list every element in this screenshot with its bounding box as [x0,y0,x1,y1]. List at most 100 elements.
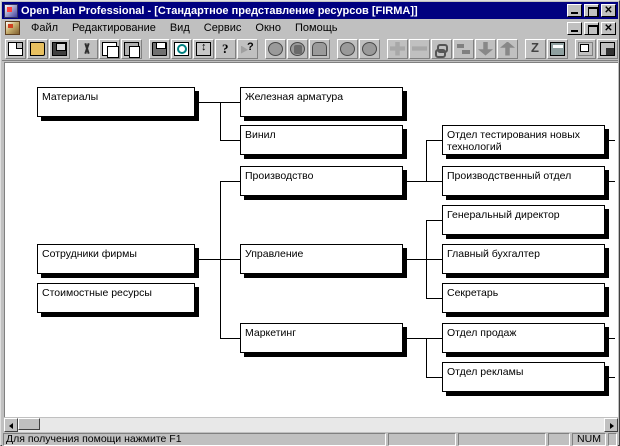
conn-gl-buhgalter-in [426,259,442,260]
node-label: Сотрудники фирмы [42,248,137,260]
toolbar-button-table-grid[interactable] [547,38,568,59]
node-materialy[interactable]: Материалы [37,87,195,117]
node-label: Отдел рекламы [447,366,524,378]
toolbar-button-print-preview[interactable] [171,38,192,59]
toolbar-button-resource-dome[interactable] [309,38,330,59]
node-stoimostnye[interactable]: Стоимостные ресурсы [37,283,195,313]
help-question-icon [218,41,233,57]
toolbar-button-remove-minus[interactable] [409,38,430,59]
menu-item-help[interactable]: Помощь [294,22,338,34]
toolbar-button-open-folder[interactable] [27,38,48,59]
scroll-thumb[interactable] [18,418,40,430]
node-proizv-otdel[interactable]: Производственный отдел [442,166,605,196]
toolbar-button-save-disk[interactable] [49,38,70,59]
paste-icon [124,41,140,58]
node-label: Производственный отдел [447,170,572,182]
toolbar-button-copy[interactable] [99,38,120,59]
toolbar-button-add-plus[interactable] [387,38,408,59]
node-label: Секретарь [447,287,499,299]
conn-zheleznaya-in [220,102,240,103]
toolbar-button-circle-filled[interactable] [337,38,358,59]
toolbar-button-cascade-windows[interactable] [597,38,618,59]
menu-item-view[interactable]: Вид [169,22,190,34]
mdi-restore-button[interactable] [584,21,599,35]
mdi-child-controls: ✕ [567,21,618,35]
toolbar-button-circle-filled-2[interactable] [359,38,380,59]
mdi-minimize-button[interactable] [567,21,582,35]
document-icon[interactable] [5,21,20,35]
toolbar-button-cut-scissors[interactable] [77,38,98,59]
toolbar-button-move-down-arrow[interactable] [475,38,496,59]
scroll-left-arrow-icon[interactable] [4,418,18,432]
node-label: Управление [245,248,304,260]
toolbar-button-resource-person[interactable] [287,38,308,59]
scroll-track[interactable] [18,418,604,432]
print-preview-icon [174,41,189,56]
node-label: Главный бухгалтер [447,248,540,260]
toolbar-button-zigzag[interactable] [525,38,546,59]
node-otdel-reklamy[interactable]: Отдел рекламы [442,362,605,392]
copy-icon [102,41,119,58]
node-proizvodstvo[interactable]: Производство [240,166,403,196]
conn-upravlenie-out [403,259,426,260]
circle-filled-icon [340,41,355,56]
minimize-button[interactable] [567,4,582,17]
status-bar: Для получения помощи нажмите F1 NUM [2,432,618,446]
toolbar-button-context-help[interactable] [237,38,258,59]
mdi-close-button[interactable]: ✕ [601,21,616,35]
node-marketing[interactable]: Маркетинг [240,323,403,353]
menu-bar: Файл Редактирование Вид Сервис Окно Помо… [2,19,618,37]
node-gen-direktor[interactable]: Генеральный директор [442,205,605,235]
save-disk-icon [52,41,67,56]
context-help-icon [240,41,255,56]
toolbar-button-paste[interactable] [121,38,142,59]
toolbar-button-step-layout[interactable] [453,38,474,59]
conn-otdel-prodazh-in [426,338,442,339]
toolbar-button-print[interactable] [149,38,170,59]
node-sekretar[interactable]: Секретарь [442,283,605,313]
move-down-arrow-icon [478,41,493,56]
menu-item-edit[interactable]: Редактирование [72,22,156,34]
menu-item-tools[interactable]: Сервис [203,22,242,34]
toolbar-button-link[interactable] [431,38,452,59]
conn-proizv-bus [426,140,427,181]
conn-gen-direktor-in [426,220,442,221]
maximize-button[interactable] [584,4,599,17]
horizontal-scrollbar[interactable] [4,418,618,432]
add-plus-icon [390,41,405,56]
cut-scissors-icon [80,41,95,56]
toolbar-button-new-document[interactable] [5,38,26,59]
status-message: Для получения помощи нажмите F1 [3,432,386,446]
conn-proizv-otdel-in [426,181,442,182]
node-zheleznaya[interactable]: Железная арматура [240,87,403,117]
print-icon [152,41,167,56]
toolbar-button-help-question[interactable] [215,38,236,59]
menu-item-file[interactable]: Файл [31,22,59,34]
toolbar-button-move-up-arrow[interactable] [497,38,518,59]
circle-filled-2-icon [362,41,377,56]
status-panel-2 [388,432,456,446]
move-up-arrow-icon [500,41,515,56]
node-vinil[interactable]: Винил [240,125,403,155]
title-bar: Open Plan Professional - [Стандартное пр… [2,2,618,19]
zigzag-icon [528,40,543,56]
conn-sotrudniki-out [195,259,220,260]
status-panel-4 [548,432,570,446]
conn-marketing-in [220,338,240,339]
scroll-right-arrow-icon[interactable] [604,418,618,432]
menu-item-window[interactable]: Окно [255,22,281,34]
window-controls: ✕ [567,4,617,17]
new-document-icon [8,41,23,56]
conn-upravlenie-in [220,259,240,260]
node-sotrudniki[interactable]: Сотрудники фирмы [37,244,195,274]
toolbar-button-resource-circle[interactable] [265,38,286,59]
node-otdel-testirov[interactable]: Отдел тестирования новых технологий [442,125,605,155]
toolbar-button-tile-windows[interactable] [575,38,596,59]
node-gl-buhgalter[interactable]: Главный бухгалтер [442,244,605,274]
node-upravlenie[interactable]: Управление [240,244,403,274]
toolbar-button-sort-updown[interactable] [193,38,214,59]
node-otdel-prodazh[interactable]: Отдел продаж [442,323,605,353]
close-button[interactable]: ✕ [601,4,616,17]
